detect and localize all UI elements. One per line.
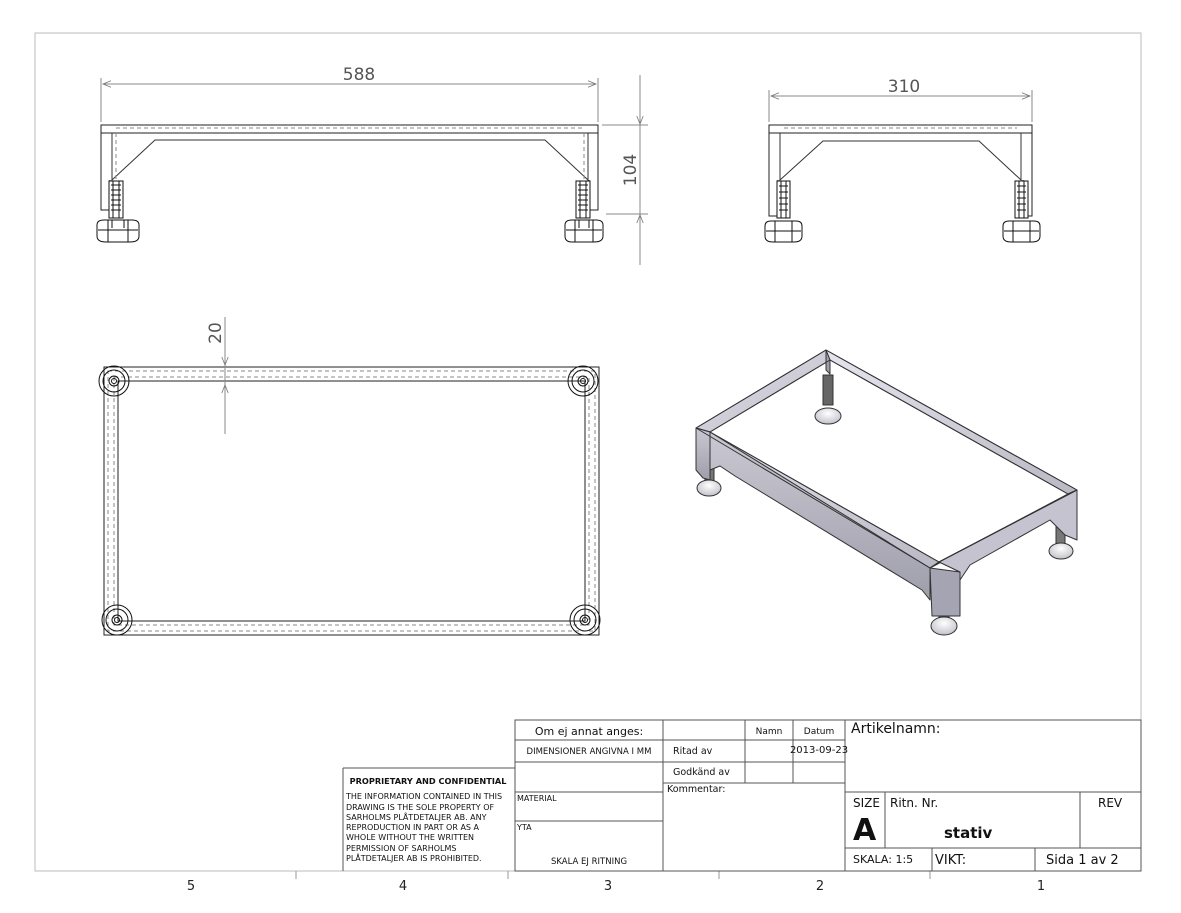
front-view [96,124,604,243]
top-tube-label: 20 [206,322,226,344]
zone-label-5: 5 [187,879,195,894]
vikt-label: VIKT: [935,853,966,868]
top-view [98,365,601,636]
namn-header: Namn [756,727,783,737]
title-block [342,719,1142,872]
zone-label-1: 1 [1037,879,1045,894]
zone-label-4: 4 [399,879,407,894]
size-value: A [853,813,877,848]
datum-header: Datum [804,727,834,737]
proprietary-text: THE INFORMATION CONTAINED IN THIS DRAWIN… [346,792,503,864]
ritn-nr-label: Ritn. Nr. [890,796,938,810]
side-view [764,124,1041,243]
sida-label: Sida 1 av 2 [1046,853,1119,868]
ritad-av-label: Ritad av [673,746,713,757]
proprietary-notice: PROPRIETARY AND CONFIDENTIAL THE INFORMA… [343,770,513,870]
ritn-nr-value: stativ [944,824,993,842]
zone-label-2: 2 [816,879,824,894]
front-width-label: 588 [343,65,375,85]
godkand-av-label: Godkänd av [673,767,730,778]
front-width-dimension [100,78,599,122]
ritad-datum: 2013-09-23 [790,745,848,756]
material-label: MATERIAL [517,794,557,803]
om-ej-label: Om ej annat anges: [535,725,643,738]
isometric-view [695,349,1078,636]
front-height-dimension [602,75,648,265]
dimensioner-label: DIMENSIONER ANGIVNA I MM [527,747,652,757]
size-label: SIZE [853,796,880,810]
yta-label: YTA [516,823,532,832]
front-height-label: 104 [621,154,641,186]
artikelnamn-label: Artikelnamn: [851,721,941,737]
kommentar-label: Kommentar: [667,784,725,795]
rev-label: REV [1098,796,1123,810]
skala-value: SKALA: 1:5 [853,853,913,866]
side-width-dimension [768,90,1033,122]
side-width-label: 310 [888,77,920,97]
zone-label-3: 3 [604,879,612,894]
zone-ticks [295,871,931,879]
proprietary-heading: PROPRIETARY AND CONFIDENTIAL [349,776,507,786]
skala-ej-label: SKALA EJ RITNING [551,857,627,867]
